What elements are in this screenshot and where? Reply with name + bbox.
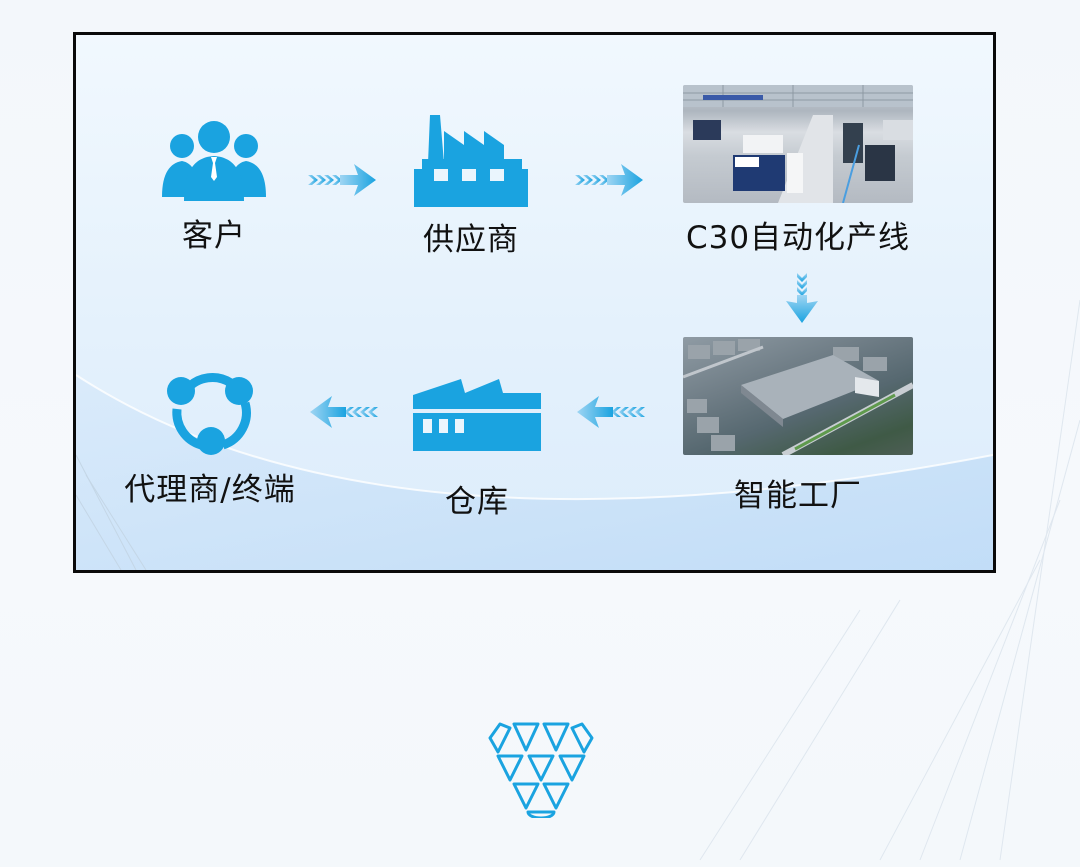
node-label: 代理商/终端 [124,472,296,508]
node-warehouse: 仓库 [412,379,542,518]
arrow-right-icon [308,164,376,196]
background-swoosh [76,374,993,570]
node-supplier: 供应商 [406,111,536,256]
node-label: C30自动化产线 [685,220,911,256]
factory-aerial-photo [683,337,913,455]
people-group-icon [162,121,266,201]
warehouse-icon [413,379,541,451]
factory-icon [414,115,528,207]
triangle-lattice-logo-icon [488,722,594,818]
node-production-line: C30自动化产线 [676,85,920,254]
arrow-right-icon [575,164,643,196]
production-line-photo [683,85,913,203]
arrow-left-icon [577,396,645,428]
node-label: 智能工厂 [734,478,862,514]
node-agent-terminal: 代理商/终端 [110,369,310,506]
arrow-down-icon [786,273,818,323]
arrow-left-icon [310,396,378,428]
network-share-icon [167,373,253,455]
node-customer: 客户 [162,119,266,254]
node-label: 仓库 [445,484,509,520]
node-label: 供应商 [423,222,519,258]
flow-diagram-frame: 客户 供应商 [73,32,996,573]
node-smart-factory: 智能工厂 [676,337,920,512]
node-label: 客户 [182,218,246,254]
